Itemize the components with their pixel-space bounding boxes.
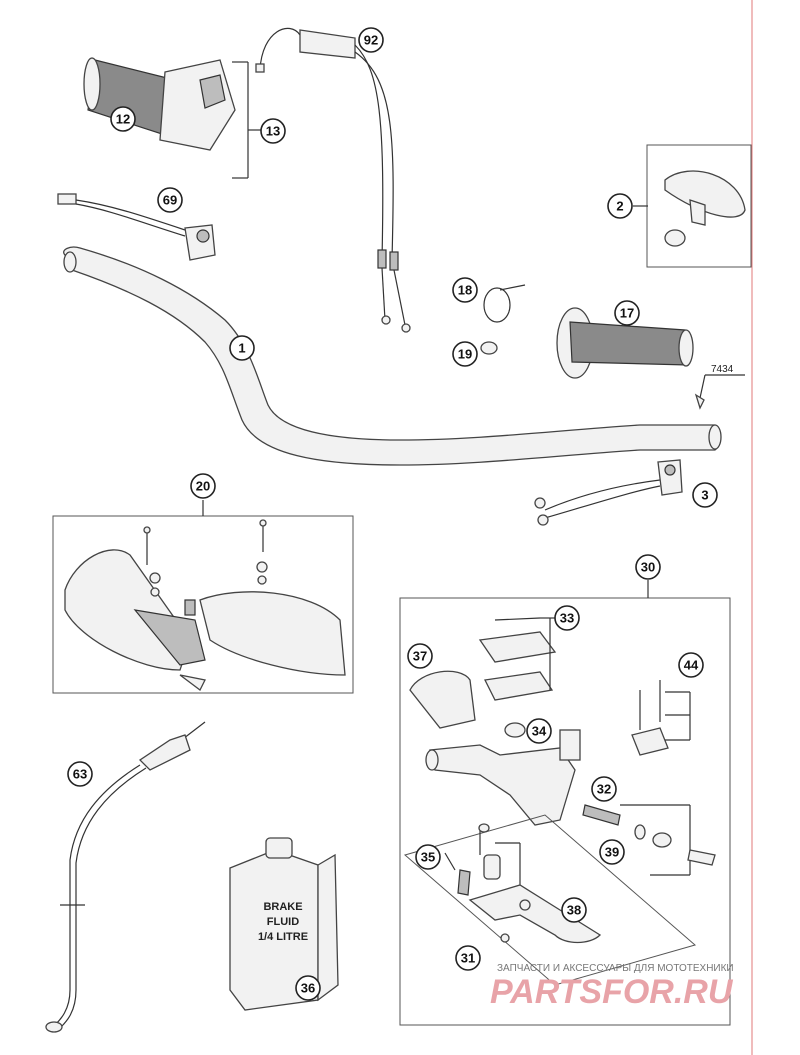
right-handguard xyxy=(199,591,346,676)
left-grip xyxy=(556,307,694,379)
bottle-cap xyxy=(265,837,293,859)
watermark-tagline: ЗАПЧАСТИ И АКСЕССУАРЫ ДЛЯ МОТОТЕХНИКИ xyxy=(497,963,734,974)
throttle-grip-assembly xyxy=(83,57,262,179)
start-switch-body xyxy=(657,459,683,496)
callout-38-label: 38 xyxy=(567,903,581,918)
callout-2-label: 2 xyxy=(616,199,623,214)
callout-69-label: 69 xyxy=(163,193,177,208)
callout-36: 36 xyxy=(295,975,321,1001)
reservoir-gasket xyxy=(484,671,554,701)
callout-20: 20 xyxy=(190,473,216,499)
handlebar-pad xyxy=(664,170,746,218)
callout-36-label: 36 xyxy=(301,981,315,996)
handlebar xyxy=(63,246,722,466)
brake-fluid-bottle: BRAKE FLUID 1/4 LITRE xyxy=(229,837,339,1011)
callout-1: 1 xyxy=(229,335,255,361)
kill-switch-connector xyxy=(57,193,77,205)
callout-19: 19 xyxy=(452,341,478,367)
handlebar-clamp xyxy=(631,727,669,756)
callout-92-label: 92 xyxy=(364,33,378,48)
callout-3-label: 3 xyxy=(701,488,708,503)
callout-37: 37 xyxy=(407,643,433,669)
protective-cap xyxy=(409,670,476,729)
bottle-text-1: BRAKE xyxy=(263,901,302,913)
callout-39-label: 39 xyxy=(605,845,619,860)
hot-start-cable xyxy=(45,721,206,1033)
callout-19-label: 19 xyxy=(458,347,472,362)
lever-spring xyxy=(457,869,471,896)
callout-92: 92 xyxy=(358,27,384,53)
callout-17-label: 17 xyxy=(620,306,634,321)
left-handguard xyxy=(64,549,191,671)
callout-35-label: 35 xyxy=(421,850,435,865)
callout-32-label: 32 xyxy=(597,782,611,797)
callout-12-label: 12 xyxy=(116,112,130,127)
bottle-text-2: FLUID xyxy=(267,916,299,928)
callout-34-label: 34 xyxy=(532,724,547,739)
callout-39: 39 xyxy=(599,839,625,865)
callout-35: 35 xyxy=(415,844,441,870)
callout-38: 38 xyxy=(561,897,587,923)
part-code-7434: 7434 xyxy=(694,364,745,410)
callout-12: 12 xyxy=(110,106,136,132)
throttle-cables xyxy=(255,27,411,333)
reservoir-cover xyxy=(478,631,557,663)
callout-69: 69 xyxy=(157,187,183,213)
callout-17: 17 xyxy=(614,300,640,326)
callout-18-label: 18 xyxy=(458,283,472,298)
callout-44: 44 xyxy=(678,652,704,678)
callout-2: 2 xyxy=(607,193,633,219)
callout-33: 33 xyxy=(554,605,580,631)
callout-63-label: 63 xyxy=(73,767,87,782)
housing-detail xyxy=(199,74,226,109)
kill-switch-assembly xyxy=(57,193,216,261)
callout-20-label: 20 xyxy=(196,479,210,494)
part-code-label: 7434 xyxy=(711,364,734,375)
callout-63: 63 xyxy=(67,761,93,787)
watermark-brand: PARTSFOR.RU xyxy=(490,973,734,1011)
cable-adjuster xyxy=(299,29,356,59)
callout-34: 34 xyxy=(526,718,552,744)
grip-end xyxy=(83,57,101,111)
clutch-lever xyxy=(468,884,602,944)
callout-37-label: 37 xyxy=(413,649,427,664)
cable-tie xyxy=(483,284,526,323)
handlebar-pad-box xyxy=(633,144,752,268)
callout-13: 13 xyxy=(260,118,286,144)
bottle-text-3: 1/4 LITRE xyxy=(258,931,308,943)
callout-30: 30 xyxy=(635,554,661,580)
handguard-box xyxy=(52,500,354,694)
callout-3: 3 xyxy=(692,482,718,508)
callout-33-label: 33 xyxy=(560,611,574,626)
piston-spring xyxy=(582,804,621,826)
callout-31: 31 xyxy=(455,945,481,971)
callout-31-label: 31 xyxy=(461,951,475,966)
grip-cap xyxy=(480,341,498,355)
throttle-housing xyxy=(159,59,236,151)
clutch-master-box xyxy=(399,580,731,1026)
callout-30-label: 30 xyxy=(641,560,655,575)
callout-18: 18 xyxy=(452,277,478,303)
start-switch-assembly xyxy=(534,459,683,526)
callout-32: 32 xyxy=(591,776,617,802)
master-cylinder-body xyxy=(429,744,576,826)
callout-1-label: 1 xyxy=(238,341,245,356)
callout-44-label: 44 xyxy=(684,658,699,673)
callout-13-label: 13 xyxy=(266,124,280,139)
